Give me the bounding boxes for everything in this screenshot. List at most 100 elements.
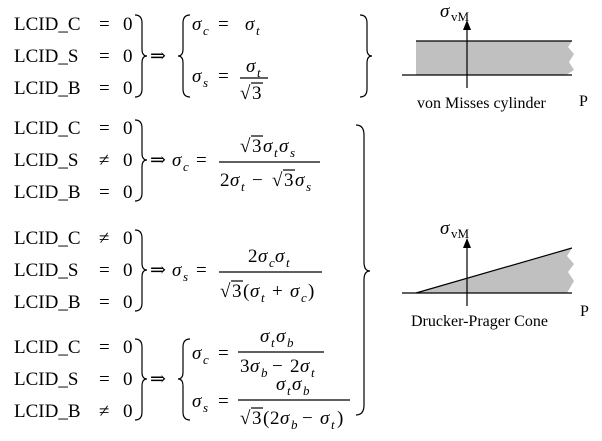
lcid-s-label: LCID_S [14, 260, 78, 281]
digit: 3 [284, 170, 294, 191]
digit: 2 [248, 246, 258, 267]
zero-value: 0 [123, 150, 133, 171]
sqrt-sign: √ [220, 281, 231, 302]
sigma-symbol: σ [192, 66, 202, 87]
subscript: b [261, 365, 268, 380]
minus-sign: − [272, 356, 283, 377]
zero-value: 0 [123, 78, 133, 99]
subscript: c [183, 159, 189, 174]
lcid-b-label: LCID_B [14, 78, 81, 99]
sigma-symbol: σ [320, 408, 330, 429]
sigma-symbol: σ [192, 391, 202, 412]
sigma-symbol: σ [246, 56, 256, 77]
sigma-symbol: σ [292, 374, 302, 395]
digit: 2 [270, 408, 280, 429]
relation-sign: = [99, 46, 110, 67]
zero-value: 0 [123, 182, 133, 203]
relation-sign: ≠ [99, 401, 109, 422]
left-brace [177, 338, 191, 421]
relation-sign: = [99, 292, 110, 313]
axis-subscript: vM [451, 9, 470, 24]
subscript: b [303, 383, 310, 398]
subscript: t [274, 145, 278, 160]
yield-line [415, 247, 573, 294]
subscript: t [261, 290, 265, 305]
digit: 2 [290, 356, 300, 377]
implies-arrow: ⇒ [150, 150, 166, 171]
sigma-symbol: σ [172, 150, 182, 171]
sigma-symbol: σ [300, 356, 310, 377]
subscript: s [306, 179, 311, 194]
subscript: t [331, 417, 335, 432]
right-brace [134, 119, 148, 202]
implies-arrow: ⇒ [150, 46, 166, 67]
zero-value: 0 [123, 46, 133, 67]
digit: 3 [240, 356, 250, 377]
equals-sign: = [218, 14, 229, 35]
sigma-symbol: σ [245, 14, 255, 35]
p-axis-label: P [580, 303, 589, 320]
sqrt-sign: √ [240, 136, 251, 157]
equals-sign: = [218, 66, 229, 87]
digit: 3 [232, 281, 242, 302]
right-brace-large [355, 124, 371, 416]
diagram-caption: von Misses cylinder [417, 95, 547, 112]
arrow-head-icon [463, 20, 471, 30]
lcid-s-label: LCID_S [14, 369, 78, 390]
subscript: s [203, 75, 208, 90]
paren: ( [263, 408, 269, 429]
subscript: t [287, 383, 291, 398]
zero-value: 0 [123, 401, 133, 422]
sigma-symbol: σ [230, 170, 240, 191]
left-brace [177, 14, 191, 98]
lcid-b-label: LCID_B [14, 292, 81, 313]
equals-sign: = [218, 343, 229, 364]
axis-subscript: vM [451, 226, 470, 241]
subscript: b [291, 417, 298, 432]
minus-sign: − [302, 408, 313, 429]
lcid-c-label: LCID_C [14, 337, 81, 358]
subscript: c [269, 255, 275, 270]
sigma-symbol: σ [250, 281, 260, 302]
sigma-symbol: σ [172, 260, 182, 281]
sigma-symbol: σ [280, 408, 290, 429]
sigma-symbol: σ [250, 356, 260, 377]
sigma-symbol: σ [192, 343, 202, 364]
axis-sigma-label: σ [440, 218, 450, 239]
zero-value: 0 [123, 118, 133, 139]
arrow-head-icon [463, 238, 471, 248]
minus-sign: − [252, 170, 263, 191]
lcid-c-label: LCID_C [14, 228, 81, 249]
lcid-b-label: LCID_B [14, 401, 81, 422]
lcid-c-label: LCID_C [14, 118, 81, 139]
subscript: c [203, 23, 209, 38]
sigma-symbol: σ [276, 374, 286, 395]
subscript: t [271, 335, 275, 350]
zero-value: 0 [123, 260, 133, 281]
case-group-4: LCID_C = 0 LCID_S = 0 LCID_B ≠ 0 ⇒ σ c =… [14, 326, 350, 432]
sigma-symbol: σ [295, 170, 305, 191]
relation-sign: = [99, 337, 110, 358]
paren: ) [337, 408, 343, 429]
right-brace [134, 338, 148, 421]
subscript: s [203, 400, 208, 415]
lcid-s-label: LCID_S [14, 150, 78, 171]
implies-arrow: ⇒ [150, 260, 166, 281]
sigma-symbol: σ [276, 326, 286, 347]
digit: 3 [252, 83, 262, 104]
cylinder-region [416, 41, 574, 75]
relation-sign: ≠ [99, 228, 109, 249]
sigma-symbol: σ [258, 246, 268, 267]
zero-value: 0 [123, 369, 133, 390]
relation-sign: = [99, 182, 110, 203]
drucker-prager-diagram: σ vM P Drucker-Prager Cone [402, 218, 589, 330]
sqrt-sign: √ [240, 408, 251, 429]
subscript: t [286, 255, 290, 270]
p-axis-label: P [579, 93, 588, 110]
relation-sign: = [99, 369, 110, 390]
right-brace [134, 14, 148, 98]
plus-sign: + [272, 281, 283, 302]
equals-sign: = [196, 150, 207, 171]
relation-sign: = [99, 78, 110, 99]
